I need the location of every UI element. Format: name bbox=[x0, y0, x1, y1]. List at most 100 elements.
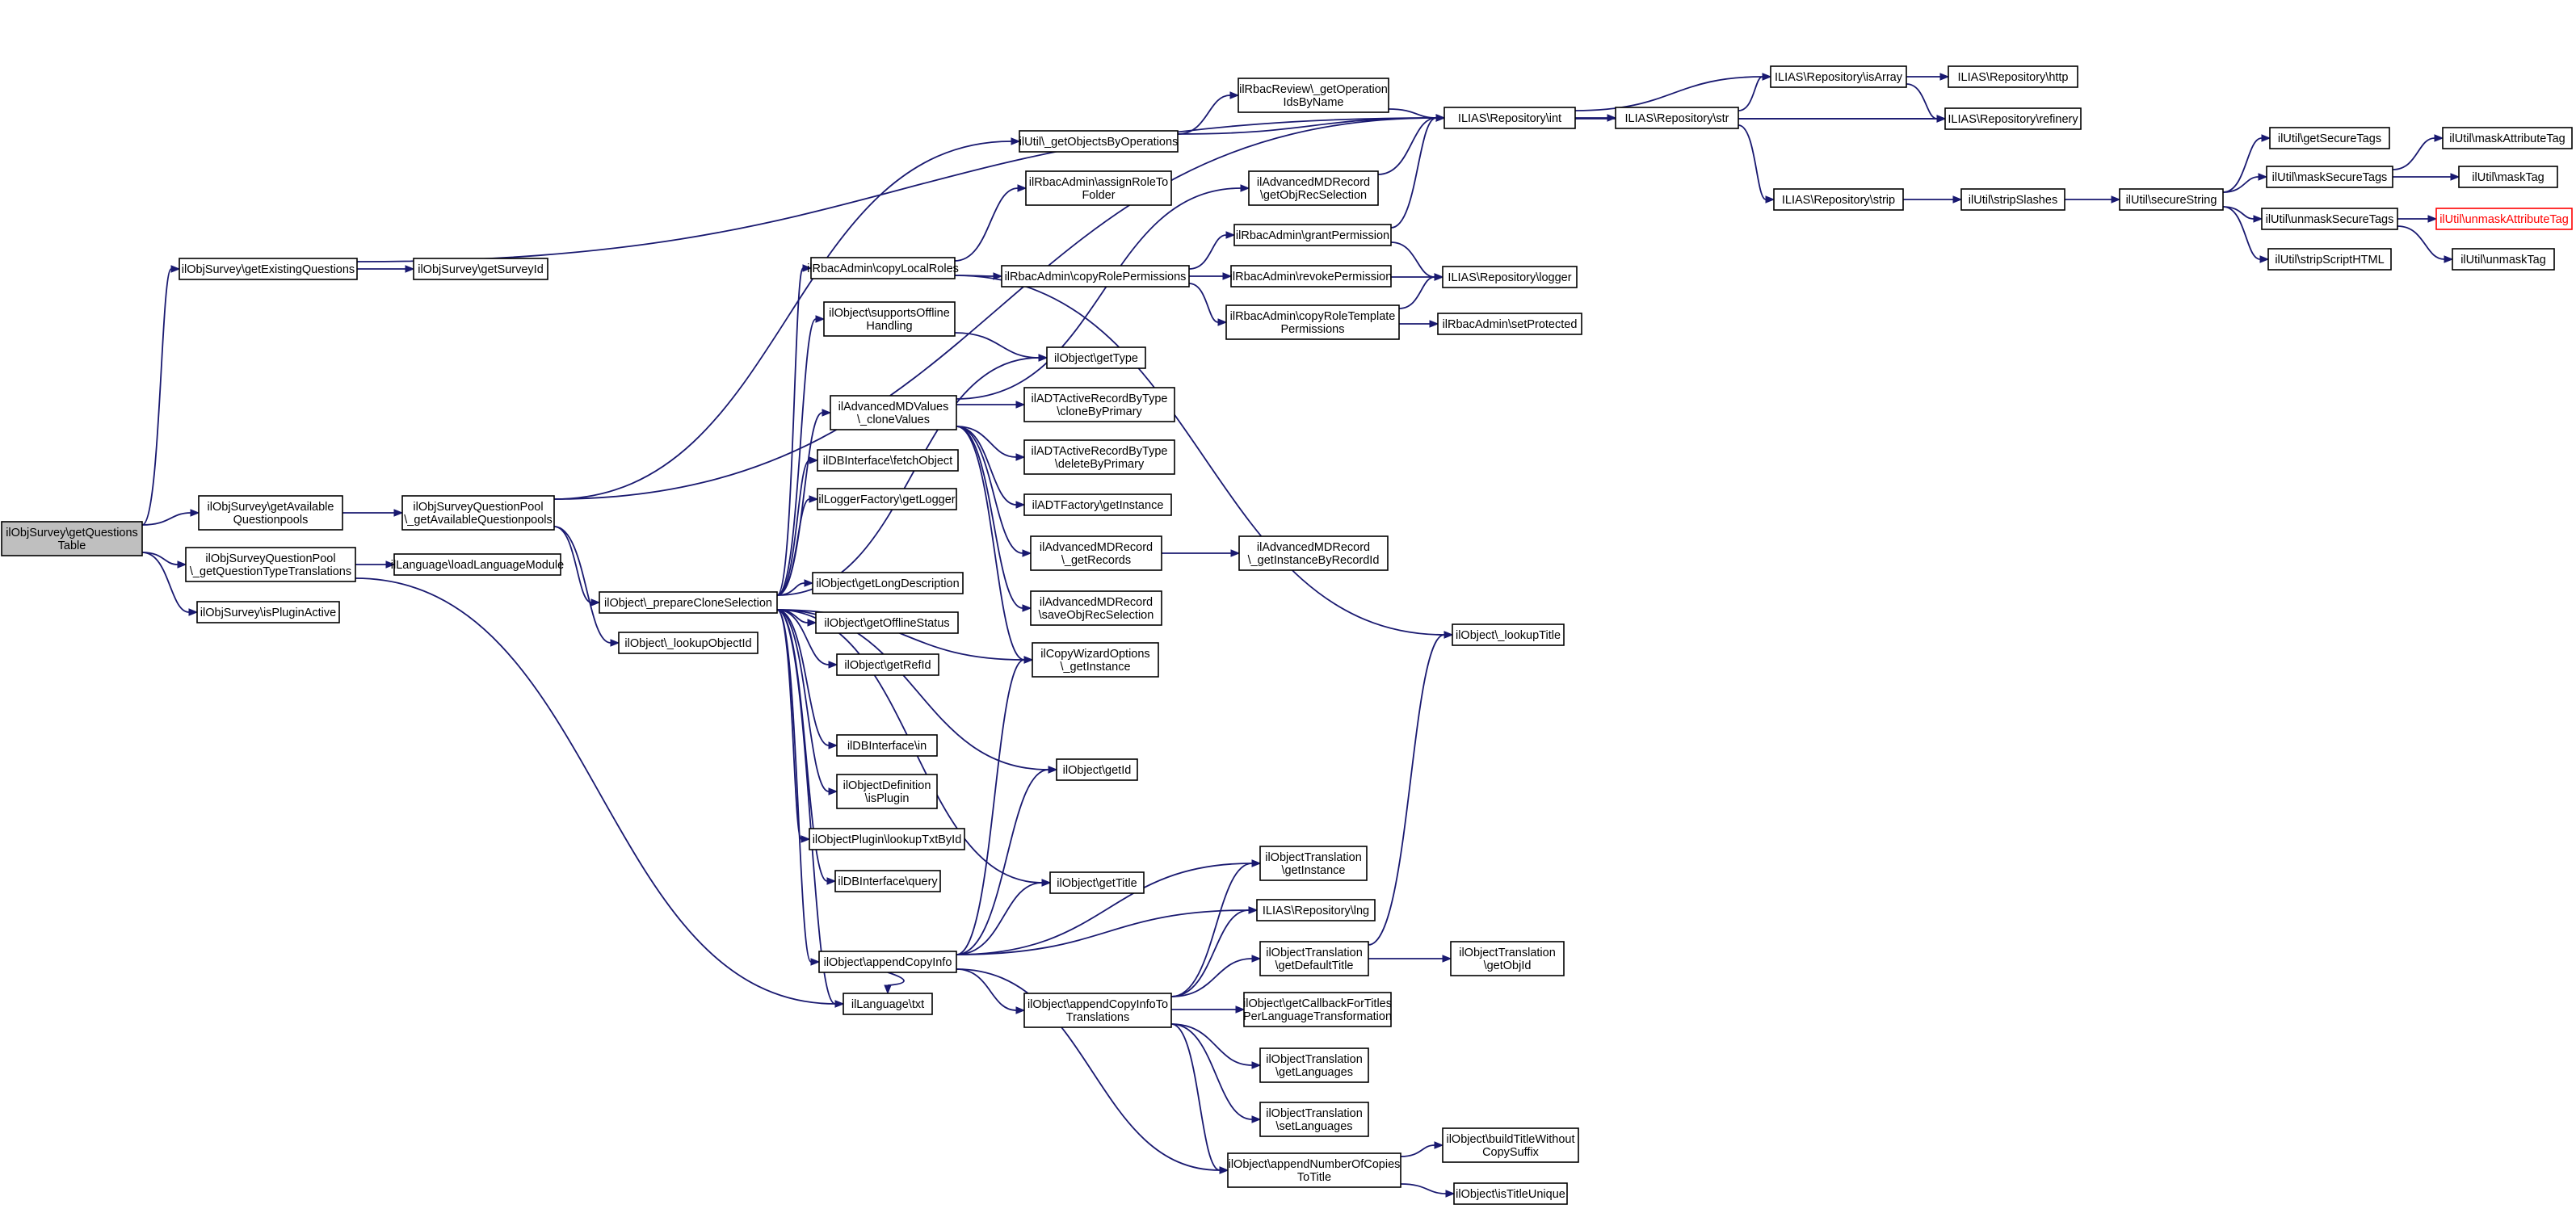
node-repo-lng[interactable]: ILIAS\Repository\lng bbox=[1256, 899, 1376, 921]
node-getRecords[interactable]: ilAdvancedMDRecord\_getRecords bbox=[1030, 535, 1162, 571]
node-repo-refinery[interactable]: ILIAS\Repository\refinery bbox=[1944, 107, 2082, 130]
node-label: ilObject\buildTitleWithout bbox=[1446, 1133, 1574, 1146]
node-lookupTitle[interactable]: ilObject\_lookupTitle bbox=[1452, 623, 1565, 646]
node-maskSecureTags[interactable]: ilUtil\maskSecureTags bbox=[2266, 166, 2393, 188]
node-getLanguages[interactable]: ilObjectTranslation\getLanguages bbox=[1259, 1047, 1369, 1083]
node-label: ilObject\appendCopyInfo bbox=[824, 956, 952, 969]
node-label: \_getAvailableQuestionpools bbox=[404, 514, 553, 527]
node-db-query[interactable]: ilDBInterface\query bbox=[834, 870, 941, 892]
node-adtFactory-getInstance[interactable]: ilADTFactory\getInstance bbox=[1023, 493, 1172, 516]
node-label: ilUtil\secureString bbox=[2126, 194, 2217, 207]
node-box bbox=[196, 601, 340, 623]
node-getDefaultTitle[interactable]: ilObjectTranslation\getDefaultTitle bbox=[1259, 941, 1369, 976]
node-prepareCloneSelection[interactable]: ilObject\_prepareCloneSelection bbox=[599, 591, 778, 614]
node-isPluginActive[interactable]: ilObjSurvey\isPluginActive bbox=[196, 601, 340, 623]
node-getExistingQuestions[interactable]: ilObjSurvey\getExistingQuestions bbox=[179, 258, 358, 280]
node-setLanguages[interactable]: ilObjectTranslation\setLanguages bbox=[1259, 1102, 1369, 1137]
node-box bbox=[185, 547, 356, 582]
node-cloneValues[interactable]: ilAdvancedMDValues\_cloneValues bbox=[830, 395, 957, 430]
node-saveObjRecSelection[interactable]: ilAdvancedMDRecord\saveObjRecSelection bbox=[1030, 590, 1162, 626]
node-maskTag[interactable]: ilUtil\maskTag bbox=[2458, 166, 2558, 188]
node-getObjId[interactable]: ilObjectTranslation\getObjId bbox=[1450, 941, 1565, 976]
node-box bbox=[815, 611, 959, 634]
node-repo-int[interactable]: ILIAS\Repository\int bbox=[1443, 107, 1576, 129]
node-secureString[interactable]: ilUtil\secureString bbox=[2119, 188, 2224, 211]
node-repo-logger[interactable]: ILIAS\Repository\logger bbox=[1442, 266, 1578, 288]
call-edge bbox=[356, 265, 415, 273]
node-getOfflineStatus[interactable]: ilObject\getOfflineStatus bbox=[815, 611, 959, 634]
node-setProtected[interactable]: ilRbacAdmin\setProtected bbox=[1437, 313, 1582, 335]
node-repo-isArray[interactable]: ILIAS\Repository\isArray bbox=[1770, 65, 1907, 88]
node-getCallbackForTitles[interactable]: ilObject\getCallbackForTitlesPerLanguage… bbox=[1243, 992, 1392, 1027]
node-box bbox=[1001, 265, 1190, 288]
node-label: ilLoggerFactory\getLogger bbox=[818, 493, 955, 506]
node-box bbox=[1023, 493, 1172, 516]
node-grantPermission[interactable]: ilRbacAdmin\grantPermission bbox=[1233, 224, 1392, 246]
node-getRefId[interactable]: ilObject\getRefId bbox=[836, 653, 939, 676]
node-repo-strip[interactable]: ILIAS\Repository\strip bbox=[1773, 188, 1904, 211]
node-getObjectsByOperations[interactable]: ilUtil\_getObjectsByOperations bbox=[1019, 130, 1179, 153]
node-box bbox=[1442, 266, 1578, 288]
node-label: ILIAS\Repository\lng bbox=[1263, 905, 1369, 917]
node-pool-getQuestionTypeTranslations[interactable]: ilObjSurveyQuestionPool\_getQuestionType… bbox=[185, 547, 356, 582]
node-fetchObject[interactable]: ilDBInterface\fetchObject bbox=[817, 449, 959, 472]
node-pool-getAvailableQuestionpools[interactable]: ilObjSurveyQuestionPool\_getAvailableQue… bbox=[401, 495, 555, 531]
call-edge bbox=[2397, 225, 2454, 263]
node-ot-getInstance[interactable]: ilObjectTranslation\getInstance bbox=[1259, 846, 1368, 881]
node-copyRolePermissions[interactable]: ilRbacAdmin\copyRolePermissions bbox=[1001, 265, 1190, 288]
node-stripScriptHTML[interactable]: ilUtil\stripScriptHTML bbox=[2267, 248, 2392, 271]
node-lookupObjectId[interactable]: ilObject\_lookupObjectId bbox=[618, 632, 759, 654]
node-repo-http[interactable]: ILIAS\Repository\http bbox=[1948, 65, 2078, 88]
node-label: ilLanguage\txt bbox=[851, 998, 924, 1011]
node-label: \cloneByPrimary bbox=[1057, 405, 1142, 418]
node-getLongDescription[interactable]: ilObject\getLongDescription bbox=[812, 572, 964, 594]
node-getSecureTags[interactable]: ilUtil\getSecureTags bbox=[2269, 127, 2390, 149]
node-getTitle[interactable]: ilObject\getTitle bbox=[1049, 871, 1145, 894]
node-copyWizard-getInstance[interactable]: ilCopyWizardOptions\_getInstance bbox=[1032, 642, 1159, 678]
call-edge bbox=[2222, 206, 2270, 263]
node-maskAttributeTag[interactable]: ilUtil\maskAttributeTag bbox=[2442, 127, 2573, 149]
node-revokePermission[interactable]: ilRbacAdmin\revokePermission bbox=[1230, 265, 1393, 288]
nodes-layer: ilObjSurvey\getQuestionsTableilObjSurvey… bbox=[1, 65, 2573, 1205]
node-deleteByPrimary[interactable]: ilADTActiveRecordByType\deleteByPrimary bbox=[1023, 439, 1175, 475]
node-getAvailableQuestionpools[interactable]: ilObjSurvey\getAvailableQuestionpools bbox=[198, 495, 343, 531]
node-unmaskAttributeTag[interactable]: ilUtil\unmaskAttributeTag bbox=[2435, 208, 2573, 230]
node-appendCopyInfo[interactable]: ilObject\appendCopyInfo bbox=[818, 951, 957, 973]
node-getId[interactable]: ilObject\getId bbox=[1056, 758, 1138, 781]
node-box bbox=[1256, 899, 1376, 921]
node-lang-txt[interactable]: ilLanguage\txt bbox=[843, 993, 933, 1015]
node-getInstanceByRecordId[interactable]: ilAdvancedMDRecord\_getInstanceByRecordI… bbox=[1238, 535, 1389, 571]
call-edge bbox=[776, 495, 819, 596]
node-isPlugin[interactable]: ilObjectDefinition\isPlugin bbox=[836, 774, 938, 809]
node-db-in[interactable]: ilDBInterface\in bbox=[836, 734, 938, 757]
node-lookupTxtById[interactable]: ilObjectPlugin\lookupTxtById bbox=[809, 828, 965, 850]
call-edge bbox=[342, 509, 404, 517]
node-label: ilObjSurvey\getQuestions bbox=[6, 527, 138, 539]
node-cloneByPrimary[interactable]: ilADTActiveRecordByType\cloneByPrimary bbox=[1023, 387, 1175, 422]
node-getSurveyId[interactable]: ilObjSurvey\getSurveyId bbox=[413, 258, 548, 280]
node-label: ILIAS\Repository\isArray bbox=[1775, 71, 1903, 84]
node-repo-str[interactable]: ILIAS\Repository\str bbox=[1615, 107, 1739, 129]
node-getType[interactable]: ilObject\getType bbox=[1046, 346, 1146, 369]
node-copyLocalRoles[interactable]: ilRbacAdmin\copyLocalRoles bbox=[807, 257, 959, 279]
call-edge bbox=[355, 577, 845, 1008]
node-loadLanguageModule[interactable]: ilLanguage\loadLanguageModule bbox=[391, 553, 564, 576]
node-unmaskTag[interactable]: ilUtil\unmaskTag bbox=[2452, 248, 2555, 271]
node-box bbox=[1238, 78, 1389, 113]
node-box bbox=[834, 870, 941, 892]
node-isTitleUnique[interactable]: ilObject\isTitleUnique bbox=[1453, 1182, 1568, 1205]
node-getObjRecSelection[interactable]: ilAdvancedMDRecord\getObjRecSelection bbox=[1248, 170, 1379, 206]
node-getLogger[interactable]: ilLoggerFactory\getLogger bbox=[817, 488, 957, 510]
node-unmaskSecureTags[interactable]: ilUtil\unmaskSecureTags bbox=[2261, 208, 2398, 230]
node-stripSlashes[interactable]: ilUtil\stripSlashes bbox=[1960, 188, 2065, 211]
node-box bbox=[2267, 248, 2392, 271]
